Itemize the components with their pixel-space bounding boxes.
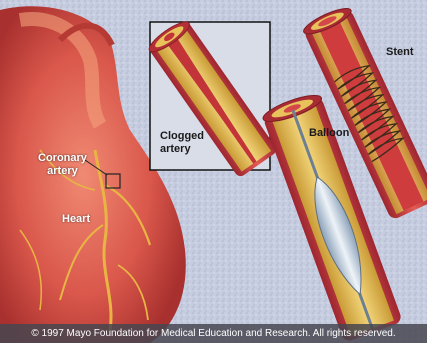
heart-label: Heart xyxy=(62,213,90,226)
balloon-label: Balloon xyxy=(309,127,349,140)
stent-label: Stent xyxy=(386,46,414,59)
clogged-artery-label: Clogged artery xyxy=(160,130,204,156)
copyright-bar: © 1997 Mayo Foundation for Medical Educa… xyxy=(0,324,427,343)
clogged-artery-label-line2: artery xyxy=(160,143,204,156)
clogged-artery-label-line1: Clogged xyxy=(160,130,204,143)
coronary-artery-label-line1: Coronary xyxy=(38,152,87,165)
coronary-artery-label: Coronary artery xyxy=(38,152,87,178)
coronary-artery-label-line2: artery xyxy=(38,165,87,178)
